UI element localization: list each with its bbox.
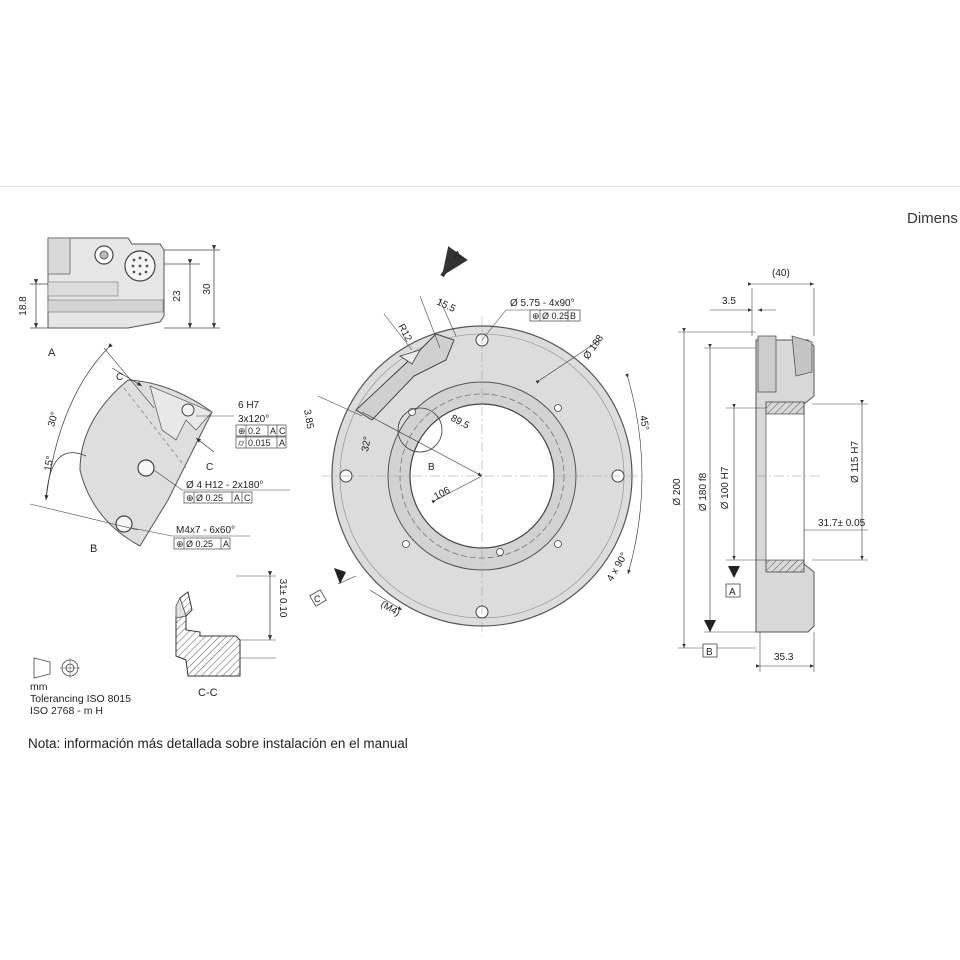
section-cc-label: C-C [198,687,218,699]
m4-label: (M4) [379,599,402,619]
tolerance-frame-0015: ⌭ 0.015 A [235,436,287,449]
hole-3x120-label: 3x120° [238,414,269,425]
tol-025a-ref1: A [234,493,240,503]
legend-unit: mm [30,681,48,693]
svg-text:⊕: ⊕ [186,493,194,503]
view-arrow-a-label: A [454,250,461,261]
dia-100-label: Ø 100 H7 [720,466,731,509]
section-cc: 31± 0.10 C-C [175,571,288,699]
front-tol-ref: B [570,311,576,321]
view-a-label: A [48,347,56,359]
tolerance-frame-02: ⊕ 0.2 A C [235,424,287,437]
dia-180-label: Ø 180 f8 [698,472,709,511]
front-tol-value: Ø 0.25 [542,311,569,321]
datum-b-label: B [706,647,713,658]
legend-tolerancing: Tolerancing ISO 8015 [30,693,131,705]
view-a: 18.8 23 30 A [18,237,220,359]
tol-025a-value: Ø 0.25 [196,493,223,503]
dim-15-5-label: 15.5 [435,297,458,315]
tol-0015-value: 0.015 [248,438,271,448]
svg-text:⌭: ⌭ [238,438,245,448]
r12-label: R12 [395,322,414,344]
tol-02-ref: A [270,426,276,436]
section-c-top-label: C [116,372,123,383]
tolerance-frame-025b: ⊕ Ø 0.25 A [173,537,231,550]
detail-b-label: B [428,462,435,473]
top-bar [0,0,960,187]
svg-text:⊕: ⊕ [238,426,246,436]
svg-text:⊕: ⊕ [532,311,540,321]
tol-02-ref2: C [279,426,286,436]
angle-15-label: 15° [43,455,56,472]
section-c-bottom-label: C [206,462,213,473]
installation-note: Nota: información más detallada sobre in… [28,736,408,751]
tol-025a-ref2: C [244,493,251,503]
dim-40-label: (40) [772,268,790,279]
angle-30-label: 30° [46,411,61,428]
dim-35-3-label: 35.3 [774,652,794,663]
dim-23-label: 23 [172,290,183,302]
angle-45-label: 45° [637,415,650,432]
dia-115-label: Ø 115 H7 [850,441,861,483]
section-heading: Dimens [907,210,958,227]
legend-iso: ISO 2768 - m H [30,705,103,717]
hole-4h12-label: Ø 4 H12 - 2x180° [186,480,263,491]
dim-30-label: 30 [202,283,213,295]
dim-3-5-label: 3.5 [722,296,736,307]
tol-0015-ref: A [279,438,285,448]
projection-symbol-icon [33,657,80,679]
m4x7-label: M4x7 - 6x60° [176,525,235,536]
dim-31-7-label: 31.7± 0.05 [818,518,866,529]
dim-18-8-label: 18.8 [18,296,29,316]
dia-200-label: Ø 200 [672,478,683,506]
dim-31-label: 31± 0.10 [277,579,288,618]
view-b-label: B [90,543,97,555]
tol-025b-ref: A [223,539,229,549]
dim-3-85-label: 3.85 [301,409,315,431]
dia-188-label: Ø 188 [581,333,606,362]
front-view: A R12 15.5 Ø 5.75 - 4x90° ⊕ Ø 0.25 B Ø 1… [301,246,651,636]
tolerance-frame-front: ⊕ Ø 0.25 B [529,309,581,322]
tolerance-frame-025a: ⊕ Ø 0.25 A C [183,491,253,504]
tol-02-value: 0.2 [248,426,261,436]
svg-text:⊕: ⊕ [176,539,184,549]
angle-32-label: 32° [360,436,373,453]
holes-5-75-label: Ø 5.75 - 4x90° [510,298,575,309]
tol-025b-value: Ø 0.25 [186,539,213,549]
section-c-front-label: C [314,594,321,604]
hole-6h7-label: 6 H7 [238,400,260,411]
view-b: 30° 15° C C 6 H7 3x120° ⊕ 0.2 A C ⌭ 0.01… [29,343,290,555]
side-view: (40) 3.5 Ø 115 H7 31.7± 0.05 Ø 200 Ø 180… [672,268,868,672]
datum-a-label: A [729,587,736,598]
